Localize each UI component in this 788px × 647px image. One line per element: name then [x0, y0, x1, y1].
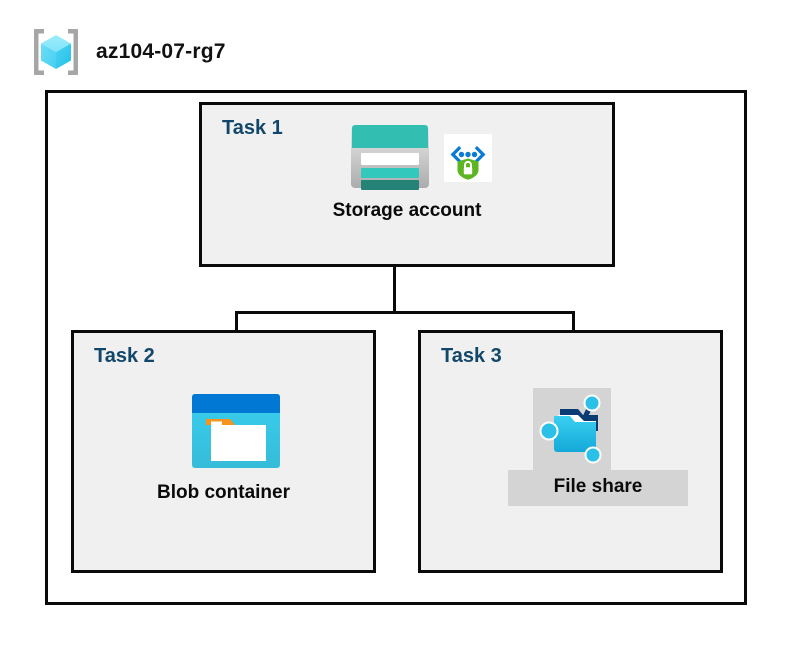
managed-identity-icon — [444, 134, 492, 187]
resource-group-title: az104-07-rg7 — [96, 40, 226, 63]
blob-container-label: Blob container — [156, 482, 290, 503]
task-2-label: Task 2 — [94, 345, 155, 367]
resource-group-header: az104-07-rg7 — [28, 24, 226, 80]
file-share-label: File share — [508, 470, 688, 506]
storage-account-icon — [348, 122, 432, 197]
file-share-icon — [533, 388, 611, 470]
azure-resource-group-icon — [28, 24, 84, 80]
task-3-label: Task 3 — [441, 345, 502, 367]
storage-account-label: Storage account — [332, 200, 482, 221]
blob-container-icon — [190, 392, 282, 475]
connector-task1-stem — [393, 234, 396, 312]
task-1-label: Task 1 — [222, 117, 283, 139]
connector-horizontal-bus — [235, 311, 575, 314]
